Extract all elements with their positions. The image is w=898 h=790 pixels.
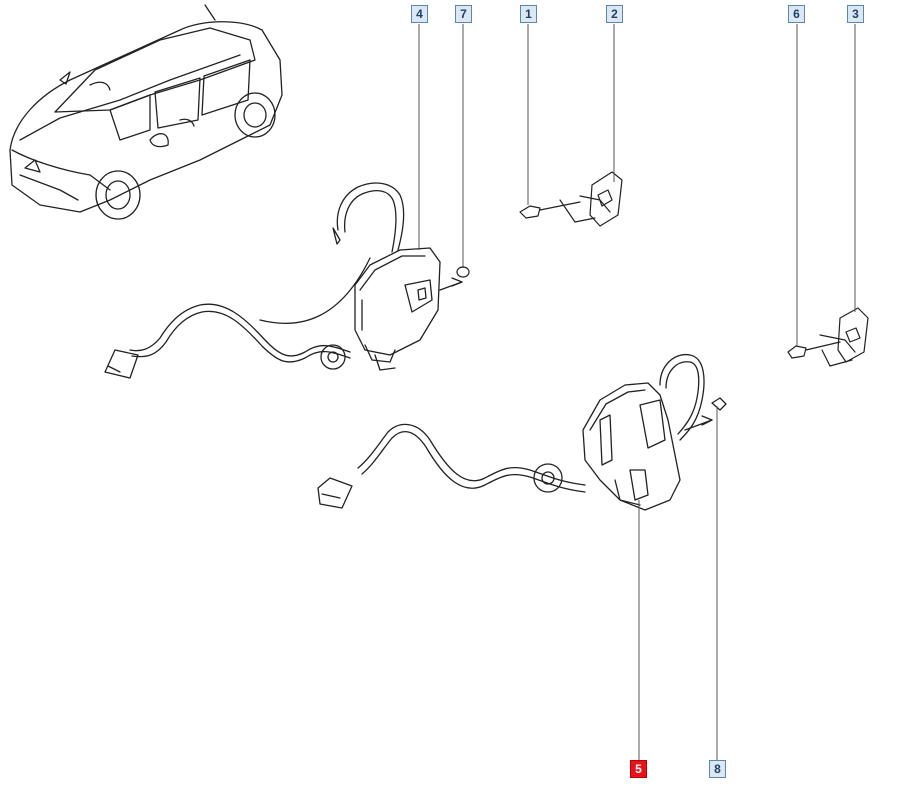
callout-7[interactable]: 7 bbox=[455, 5, 472, 23]
rear-striker-6-3[interactable] bbox=[787, 307, 869, 367]
car-illustration bbox=[9, 4, 283, 220]
callout-8[interactable]: 8 bbox=[709, 760, 726, 778]
callout-2[interactable]: 2 bbox=[606, 5, 623, 23]
callout-5[interactable]: 5 bbox=[630, 760, 647, 778]
front-door-lock-4[interactable] bbox=[259, 182, 463, 371]
leader-lines bbox=[418, 24, 856, 760]
callout-3[interactable]: 3 bbox=[847, 5, 864, 23]
rear-wiring-harness bbox=[317, 423, 586, 509]
callout-4[interactable]: 4 bbox=[411, 5, 428, 23]
callout-6[interactable]: 6 bbox=[788, 5, 805, 23]
callout-1[interactable]: 1 bbox=[520, 5, 537, 23]
front-wiring-harness bbox=[104, 303, 351, 379]
front-striker-1-2[interactable] bbox=[519, 171, 623, 227]
rear-door-lock-5[interactable] bbox=[582, 353, 727, 511]
